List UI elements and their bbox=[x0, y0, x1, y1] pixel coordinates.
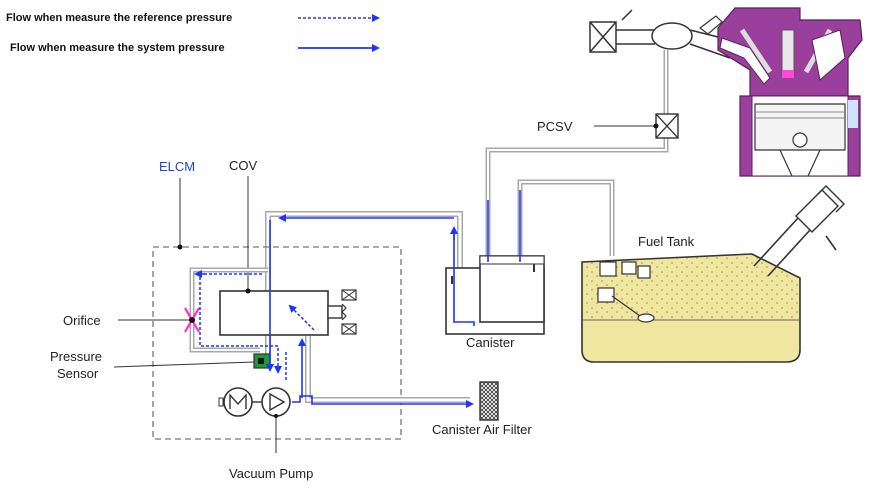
fuel-tank-label: Fuel Tank bbox=[638, 234, 695, 249]
elcm-label: ELCM bbox=[159, 159, 195, 174]
canister: Canister bbox=[445, 255, 545, 350]
engine bbox=[589, 7, 863, 177]
pressure-sensor-label-line1: Pressure bbox=[50, 349, 102, 364]
purge-line bbox=[485, 50, 669, 258]
orifice bbox=[184, 307, 200, 333]
cov-label: COV bbox=[229, 158, 258, 173]
canister-air-filter-label: Canister Air Filter bbox=[432, 422, 532, 437]
elcm-canister-line bbox=[265, 211, 463, 362]
elcm-module: ELCM COV Orifice Pressure bbox=[50, 158, 474, 481]
legend: Flow when measure the reference pressure… bbox=[6, 12, 380, 54]
canister-air-filter: Canister Air Filter bbox=[432, 381, 532, 437]
vacuum-pump bbox=[261, 387, 291, 417]
pressure-sensor bbox=[253, 353, 271, 369]
pcsv-label: PCSV bbox=[537, 119, 573, 134]
fuel-tank: Fuel Tank bbox=[581, 185, 845, 363]
piston bbox=[754, 103, 846, 151]
canister-flow bbox=[278, 190, 521, 326]
orifice-label: Orifice bbox=[63, 313, 101, 328]
vacuum-pump-label: Vacuum Pump bbox=[229, 466, 313, 481]
canister-label: Canister bbox=[466, 335, 515, 350]
surge-tank bbox=[651, 22, 693, 50]
spark-plug bbox=[781, 29, 795, 77]
legend-system-label: Flow when measure the system pressure bbox=[10, 42, 225, 54]
pcsv-valve: PCSV bbox=[537, 113, 679, 139]
tank-vent-line bbox=[517, 179, 615, 258]
legend-reference-label: Flow when measure the reference pressure bbox=[6, 12, 232, 24]
vacuum-pump-motor bbox=[218, 387, 253, 417]
elcm-boundary bbox=[152, 246, 402, 440]
pressure-sensor-label-line2: Sensor bbox=[57, 366, 99, 381]
cov-valve bbox=[219, 290, 329, 336]
